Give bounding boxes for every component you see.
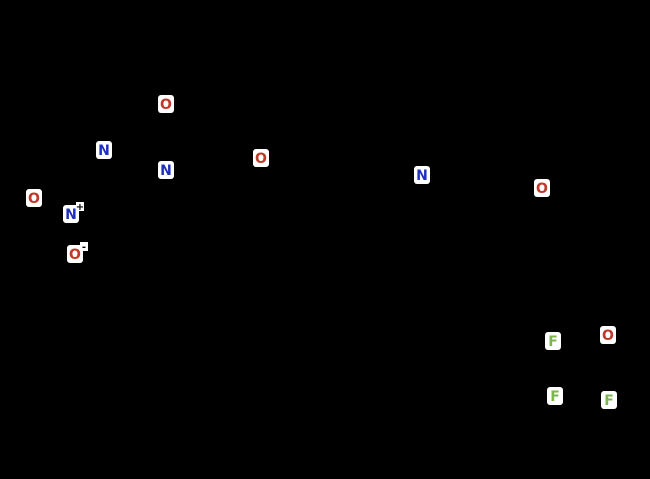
atom-label-bg	[601, 391, 617, 409]
atom-label-bg	[96, 141, 112, 159]
atom-o-o4: O-	[67, 242, 88, 263]
positive-charge: +	[76, 202, 84, 213]
atom-symbol: N	[65, 207, 77, 223]
atom-symbol: O	[28, 191, 40, 207]
atom-f-f2: F	[547, 387, 563, 405]
atom-symbol: O	[602, 328, 614, 344]
atom-symbol: N	[160, 163, 172, 179]
atom-label-bg	[414, 166, 430, 184]
atom-n-n1: N	[96, 141, 112, 159]
atom-o-o1: O	[158, 95, 174, 113]
atom-f-f1: F	[545, 332, 561, 350]
atom-label-bg	[547, 387, 563, 405]
atom-symbol: O	[69, 247, 81, 263]
charge-bg	[80, 242, 88, 251]
atom-o-o5: O	[534, 179, 550, 197]
atom-symbol: O	[255, 151, 267, 167]
atom-o-o6: O	[600, 326, 616, 344]
atom-n-n3: N+	[63, 202, 84, 223]
atom-label-bg	[600, 326, 616, 344]
atom-label-bg	[158, 95, 174, 113]
atom-label-bg	[158, 161, 174, 179]
negative-charge: -	[82, 242, 86, 253]
atom-n-n2: N	[158, 161, 174, 179]
atom-n-n4: N	[414, 166, 430, 184]
atom-f-f3: F	[601, 391, 617, 409]
atom-label-bg	[26, 189, 42, 207]
atom-o-o3: O	[26, 189, 42, 207]
charge-bg	[76, 202, 84, 211]
atom-symbol: N	[416, 168, 428, 184]
atom-label-bg	[545, 332, 561, 350]
atom-symbol: N	[98, 143, 110, 159]
atom-label-bg	[67, 245, 83, 263]
atom-label-bg	[534, 179, 550, 197]
atom-label-bg	[253, 149, 269, 167]
atom-symbol: F	[550, 389, 560, 405]
atom-symbol: F	[604, 393, 614, 409]
atom-symbol: O	[536, 181, 548, 197]
atom-symbol: F	[548, 334, 558, 350]
atom-o-o2: O	[253, 149, 269, 167]
atom-label-bg	[63, 205, 79, 223]
atom-symbol: O	[160, 97, 172, 113]
